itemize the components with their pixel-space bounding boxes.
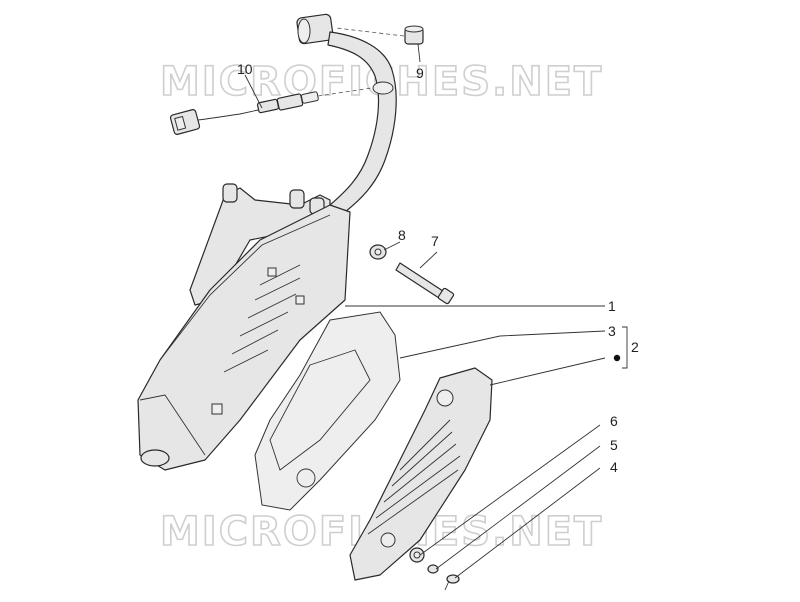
callout-5: 5 [610,437,618,453]
part-3-gasket [254,311,401,511]
callout-8: 8 [398,227,406,243]
callout-1: 1 [608,298,616,314]
part-8-washer [369,244,387,260]
callout-2: 2 [631,339,639,355]
leader-lines [244,43,628,579]
part-10-oxygen-sensor [169,85,386,135]
callout-4: 4 [610,459,618,475]
part-6-spacer [409,547,425,563]
part-1-silencer [137,183,351,471]
part-7-bolt [395,262,455,305]
exhaust-pipe [296,13,397,213]
callout-7: 7 [431,233,439,249]
part-2-heat-shield [349,367,493,581]
part-9-sleeve [335,25,424,45]
part-4-screw [444,574,460,591]
part-5-washer [427,564,439,574]
callout-10: 10 [237,61,253,77]
bullet-marker [613,354,621,362]
callout-6: 6 [610,413,618,429]
callout-3: 3 [608,323,616,339]
callout-9: 9 [416,65,424,81]
